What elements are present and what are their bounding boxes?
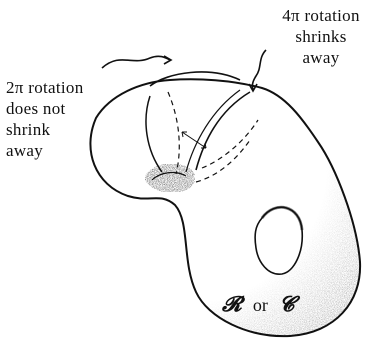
label-2pi-rotation: 2π rotation does not shrink away <box>6 77 126 161</box>
right-hole <box>255 207 302 274</box>
pointer-2pi <box>102 56 170 68</box>
space-label: 𝓡 or 𝓒 <box>222 291 294 317</box>
space-C-symbol: 𝓒 <box>279 291 294 316</box>
space-or-text: or <box>253 295 268 315</box>
space-R-symbol: 𝓡 <box>222 291 242 316</box>
label-4pi-rotation: 4π rotation shrinks away <box>256 5 386 68</box>
